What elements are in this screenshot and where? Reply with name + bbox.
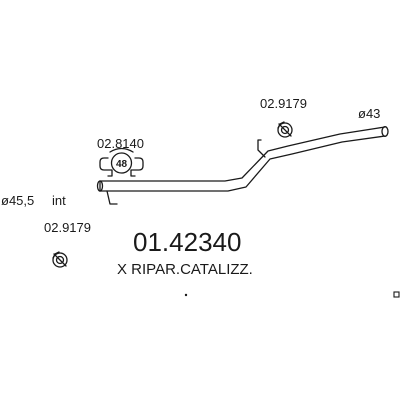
clamp-size: 48 xyxy=(116,159,128,170)
inlet-diameter-label: ø45,5 xyxy=(1,193,34,208)
hanger-lower-code-label: 02.9179 xyxy=(44,220,91,235)
clamp-code-label: 02.8140 xyxy=(97,136,144,151)
part-number: 01.42340 xyxy=(133,227,241,257)
rubber-hanger-upper xyxy=(277,121,293,138)
square-mark xyxy=(393,291,400,298)
part-description: X RIPAR.CATALIZZ. xyxy=(117,261,253,278)
dot-mark xyxy=(184,293,188,297)
clamp-part: 48 xyxy=(99,147,144,177)
hanger-upper-code-label: 02.9179 xyxy=(260,96,307,111)
exhaust-pipe xyxy=(96,126,389,205)
rubber-hanger-lower xyxy=(52,251,68,268)
inlet-suffix-label: int xyxy=(52,193,66,208)
outlet-diameter-label: ø43 xyxy=(358,106,380,121)
